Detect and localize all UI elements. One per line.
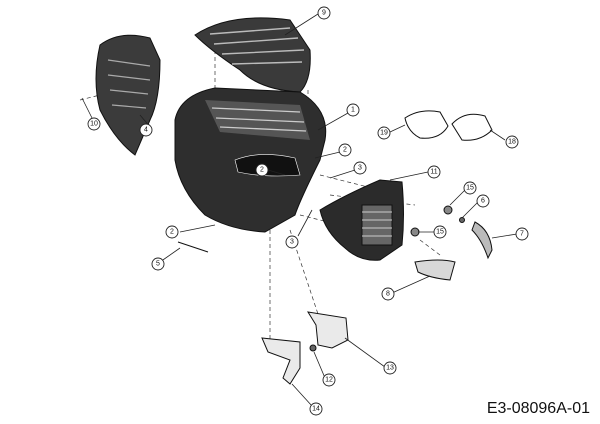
callout-label: 11 [430, 169, 437, 176]
lower-bracket-right-part [307, 311, 349, 349]
callout-18: 18 [505, 135, 519, 149]
hood-main-part [174, 87, 327, 233]
callout-5: 5 [151, 257, 165, 271]
fastener-15a [443, 205, 453, 215]
callout-label: 2 [170, 229, 174, 236]
callout-label: 7 [520, 231, 524, 238]
callout-label: 6 [481, 198, 485, 205]
callout-label: 18 [508, 139, 516, 146]
callout-label: 8 [386, 291, 390, 298]
callout-13: 13 [383, 361, 397, 375]
callout-7: 7 [515, 227, 529, 241]
callout-label: 15 [436, 229, 444, 236]
callout-label: 3 [358, 165, 362, 172]
side-bracket-part [471, 221, 493, 260]
callout-label: 19 [380, 130, 388, 137]
callout-19: 19 [377, 126, 391, 140]
callout-12: 12 [322, 373, 336, 387]
callout-2c: 2 [165, 225, 179, 239]
drawing-code: E3-08096A-01 [486, 400, 590, 417]
callout-label: 12 [325, 377, 333, 384]
callout-6: 6 [476, 194, 490, 208]
callout-11: 11 [427, 165, 441, 179]
callout-label: 13 [386, 365, 394, 372]
callout-label: 5 [156, 261, 160, 268]
callout-3b: 3 [285, 235, 299, 249]
callout-14: 14 [309, 402, 323, 416]
lens-cover-part [414, 259, 456, 281]
callout-3a: 3 [353, 161, 367, 175]
callout-label: 1 [351, 107, 355, 114]
callout-15b: 15 [433, 225, 447, 239]
hood-top-grille-part [194, 17, 311, 93]
callout-label: 14 [312, 406, 320, 413]
lower-bracket-left-part [261, 337, 301, 385]
callout-label: 10 [90, 121, 98, 128]
fastener-12 [309, 344, 317, 352]
callout-label: 15 [466, 185, 474, 192]
side-panel-part [95, 34, 161, 156]
callout-2a: 2 [338, 143, 352, 157]
callout-10: 10 [87, 117, 101, 131]
decal-right-part [451, 113, 493, 141]
callout-label: 2 [260, 167, 264, 174]
fastener-15b [410, 227, 420, 237]
callout-9: 9 [317, 6, 331, 20]
front-grille-part [319, 179, 404, 261]
fastener-6 [459, 217, 465, 223]
decal-left-part [404, 110, 449, 139]
callout-4: 4 [139, 123, 153, 137]
callout-label: 4 [144, 127, 148, 134]
callout-1: 1 [346, 103, 360, 117]
callout-15a: 15 [463, 181, 477, 195]
callout-8: 8 [381, 287, 395, 301]
callout-label: 3 [290, 239, 294, 246]
callout-label: 2 [343, 147, 347, 154]
rod-part [177, 241, 209, 253]
callout-2b: 2 [255, 163, 269, 177]
callout-label: 9 [322, 10, 326, 17]
